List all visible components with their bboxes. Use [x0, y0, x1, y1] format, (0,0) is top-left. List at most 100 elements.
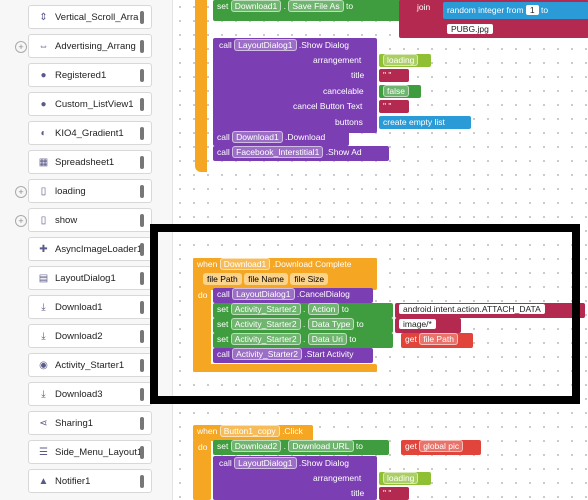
component-dropdown[interactable]: LayoutDialog1 [234, 457, 297, 469]
drag-handle-icon[interactable] [140, 330, 144, 343]
datatype-value[interactable]: image/* [399, 319, 436, 329]
random-from[interactable]: 1 [525, 5, 539, 15]
sidebar-item[interactable]: ▲Notifier1 [28, 469, 152, 493]
sidebar-item[interactable]: ⋖Sharing1 [28, 411, 152, 435]
datatype-text-block[interactable]: image/* [395, 318, 461, 333]
property-dropdown[interactable]: Download URL [288, 440, 354, 452]
get-keyword: get [405, 334, 417, 344]
expand-toggle-icon[interactable]: + [15, 215, 27, 227]
download-call-block[interactable]: call Download1 .Download [213, 131, 349, 146]
vertical-arrangement-icon: ⇕ [39, 12, 48, 23]
random-integer-block[interactable]: random integer from 1 to [443, 2, 588, 19]
drag-handle-icon[interactable] [140, 40, 144, 53]
property-dropdown[interactable]: Action [307, 303, 340, 315]
sidebar-item[interactable]: ⤓Download3 [28, 382, 152, 406]
drag-handle-icon[interactable] [140, 417, 144, 430]
drag-handle-icon[interactable] [140, 243, 144, 256]
sidebar-item[interactable]: ◉Activity_Starter1 [28, 353, 152, 377]
sidebar-item[interactable]: ●Custom_ListView1 [28, 92, 152, 116]
component-dropdown[interactable]: Download1 [232, 131, 283, 143]
button-click-event[interactable]: when Button1_copy .Click [193, 425, 313, 441]
drag-handle-icon[interactable] [140, 272, 144, 285]
sidebar-item[interactable]: ⇔Advertising_Arrang [28, 34, 152, 58]
show-dialog-block[interactable] [213, 456, 377, 500]
sidebar-item[interactable]: ●Registered1 [28, 63, 152, 87]
share-icon: ⋖ [39, 418, 48, 429]
property-dropdown[interactable]: Data Uri [307, 333, 347, 345]
set-datatype-block[interactable]: set Activity_Starter2 . Data Type to [213, 318, 393, 333]
set-download-url-block[interactable]: set Download2 . Download URL to [213, 440, 389, 455]
set-datauri-block[interactable]: set Activity_Starter2 . Data Uri to [213, 333, 393, 348]
text-pubg-block[interactable]: PUBG.jpg [443, 23, 511, 36]
sidebar-item[interactable]: ▯show [28, 208, 152, 232]
arrangement-value-block[interactable]: loading [379, 472, 431, 485]
component-dropdown[interactable]: Button1_copy [219, 425, 280, 437]
param-file-size[interactable]: file Size [290, 273, 329, 285]
drag-handle-icon[interactable] [140, 214, 144, 227]
drag-handle-icon[interactable] [140, 11, 144, 24]
sidebar-item[interactable]: ☰Side_Menu_Layout1 [28, 440, 152, 464]
component-dropdown[interactable]: Activity_Starter2 [232, 348, 303, 360]
create-empty-list-block[interactable]: create empty list [379, 116, 471, 129]
drag-handle-icon[interactable] [140, 475, 144, 488]
property-dropdown[interactable]: Data Type [307, 318, 355, 330]
cancel-text-block[interactable]: " " [379, 100, 409, 113]
drag-handle-icon[interactable] [140, 127, 144, 140]
title-text-block[interactable]: " " [379, 69, 409, 82]
show-dialog-block[interactable] [213, 38, 377, 133]
sidebar-item[interactable]: ⤓Download1 [28, 295, 152, 319]
component-dropdown[interactable]: LayoutDialog1 [234, 39, 297, 51]
action-text-block[interactable]: android.intent.action.ATTACH_DATA [395, 303, 585, 318]
cancelable-value-block[interactable]: false [379, 85, 421, 98]
component-dropdown[interactable]: Download1 [219, 258, 271, 270]
property-dropdown[interactable]: Save File As [288, 0, 344, 12]
component-dropdown[interactable]: Facebook_Interstitial1 [232, 146, 324, 158]
pubg-value[interactable]: PUBG.jpg [447, 24, 493, 34]
drag-handle-icon[interactable] [140, 98, 144, 111]
component-dropdown[interactable]: Download1 [230, 0, 282, 12]
component-dropdown[interactable]: Activity_Starter2 [230, 333, 301, 345]
arrangement-dropdown[interactable]: loading [383, 54, 419, 66]
set-save-file-as-block[interactable]: set Download1 . Save File As to [213, 0, 405, 21]
arrangement-value-block[interactable]: loading [379, 54, 431, 67]
boolean-dropdown[interactable]: false [383, 85, 409, 97]
set-action-block[interactable]: set Activity_Starter2 . Action to [213, 303, 393, 318]
sidebar-item[interactable]: ▯loading [28, 179, 152, 203]
arrangement-dropdown[interactable]: loading [383, 472, 419, 484]
get-file-path-block[interactable]: get file Path [401, 333, 473, 348]
expand-toggle-icon[interactable]: + [15, 41, 27, 53]
action-value[interactable]: android.intent.action.ATTACH_DATA [399, 304, 545, 314]
sidebar-item[interactable]: ⤓Download2 [28, 324, 152, 348]
sidebar-item-label: Activity_Starter1 [55, 360, 125, 371]
component-dropdown[interactable]: Activity_Starter2 [230, 318, 301, 330]
blocks-workspace[interactable]: set Download1 . Save File As to join ran… [172, 0, 588, 500]
sidebar-item[interactable]: ✚AsyncImageLoader1 [28, 237, 152, 261]
component-dropdown[interactable]: Download2 [230, 440, 282, 452]
drag-handle-icon[interactable] [140, 301, 144, 314]
param-file-name[interactable]: file Name [244, 273, 288, 285]
set-keyword: set [217, 304, 229, 314]
facebook-show-ad-block[interactable]: call Facebook_Interstitial1 .Show Ad [213, 146, 389, 161]
get-keyword: get [405, 441, 417, 451]
expand-toggle-icon[interactable]: + [15, 186, 27, 198]
drag-handle-icon[interactable] [140, 69, 144, 82]
sidebar-item[interactable]: ◐KIO4_Gradient1 [28, 121, 152, 145]
variable-dropdown[interactable]: global pic [419, 440, 464, 452]
component-dropdown[interactable]: LayoutDialog1 [232, 288, 295, 300]
sidebar-item[interactable]: ▤LayoutDialog1 [28, 266, 152, 290]
component-dropdown[interactable]: Activity_Starter2 [230, 303, 301, 315]
drag-handle-icon[interactable] [140, 446, 144, 459]
drag-handle-icon[interactable] [140, 388, 144, 401]
start-activity-block[interactable]: call Activity_Starter2 .Start Activity [213, 348, 373, 363]
cancel-dialog-block[interactable]: call LayoutDialog1 .CancelDialog [213, 288, 373, 303]
drag-handle-icon[interactable] [140, 359, 144, 372]
get-global-pic-block[interactable]: get global pic [401, 440, 481, 455]
drag-handle-icon[interactable] [140, 185, 144, 198]
param-file-path[interactable]: file Path [203, 273, 242, 285]
sidebar-item[interactable]: ⇕Vertical_Scroll_Arra [28, 5, 152, 29]
variable-dropdown[interactable]: file Path [419, 333, 458, 345]
title-text-block[interactable]: " " [379, 487, 409, 500]
sidebar-item[interactable]: ▦Spreadsheet1 [28, 150, 152, 174]
drag-handle-icon[interactable] [140, 156, 144, 169]
set-keyword: set [217, 1, 229, 11]
